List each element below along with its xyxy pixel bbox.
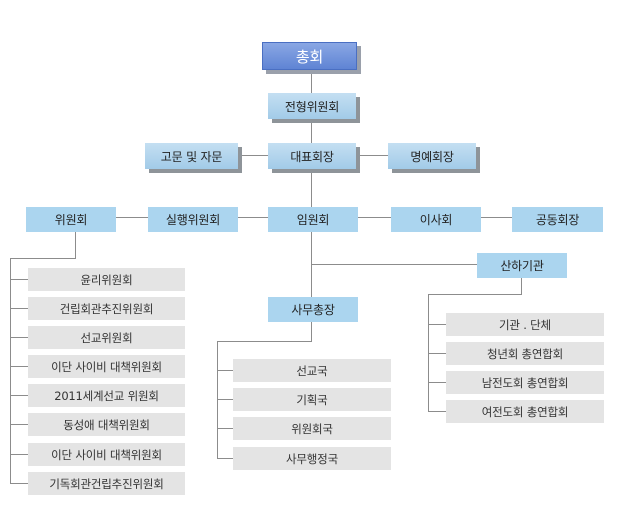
secretariat-department-item: 위원회국 — [233, 417, 391, 440]
connector-line — [217, 399, 233, 400]
connector-line — [10, 308, 28, 309]
connector-line — [10, 395, 28, 396]
connector-line — [10, 424, 28, 425]
secretariat-department-item: 기획국 — [233, 388, 391, 411]
connector-line — [428, 294, 522, 295]
connector-line — [428, 353, 446, 354]
general-assembly-node: 총회 — [262, 42, 357, 70]
committees-node: 위원회 — [26, 207, 116, 232]
secretary-general-node: 사무총장 — [268, 297, 358, 322]
connector-line — [428, 382, 446, 383]
committee-item: 동성애 대책위원회 — [28, 413, 185, 436]
connector-line — [311, 321, 312, 341]
affiliated-org-item: 청년회 총연합회 — [446, 342, 604, 365]
connector-line — [10, 258, 11, 484]
committee-item: 기독회관건립추진위원회 — [28, 472, 185, 495]
connector-line — [217, 428, 233, 429]
connector-line — [10, 483, 28, 484]
committee-item: 건립회관추진위원회 — [28, 297, 185, 320]
connector-line — [10, 258, 76, 259]
connector-line — [10, 366, 28, 367]
executive-committee-node: 실행위원회 — [148, 207, 238, 232]
board-node: 이사회 — [391, 207, 481, 232]
connector-line — [521, 277, 522, 294]
committee-item: 선교위원회 — [28, 326, 185, 349]
committee-item: 이단 사이비 대책위원회 — [28, 355, 185, 378]
connector-line — [75, 231, 76, 258]
affiliated-orgs-node: 산하기관 — [477, 253, 567, 278]
connector-line — [217, 458, 233, 459]
committee-item: 이단 사이비 대책위원회 — [28, 443, 185, 466]
committee-item: 윤리위원회 — [28, 268, 185, 291]
committee-item: 2011세계선교 위원회 — [28, 384, 185, 407]
affiliated-org-item: 여전도회 총연합회 — [446, 400, 604, 423]
connector-line — [428, 294, 429, 411]
connector-line — [10, 454, 28, 455]
co-chairmen-node: 공동회장 — [512, 207, 603, 232]
connector-line — [428, 411, 446, 412]
connector-line — [217, 341, 312, 342]
honorary-chairman-node: 명예회장 — [388, 143, 476, 169]
officers-node: 임원회 — [268, 207, 358, 232]
connector-line — [428, 324, 446, 325]
secretariat-department-item: 사무행정국 — [233, 447, 391, 470]
nominating-committee-node: 전형위원회 — [268, 93, 356, 119]
connector-line — [10, 279, 28, 280]
connector-line — [311, 68, 312, 208]
representative-node: 대표회장 — [268, 143, 356, 169]
connector-line — [217, 370, 233, 371]
connector-line — [10, 337, 28, 338]
secretariat-department-item: 선교국 — [233, 359, 391, 382]
affiliated-org-item: 기관 . 단체 — [446, 313, 604, 336]
connector-line — [311, 264, 477, 265]
affiliated-org-item: 남전도회 총연합회 — [446, 371, 604, 394]
advisors-node: 고문 및 자문 — [145, 143, 238, 169]
